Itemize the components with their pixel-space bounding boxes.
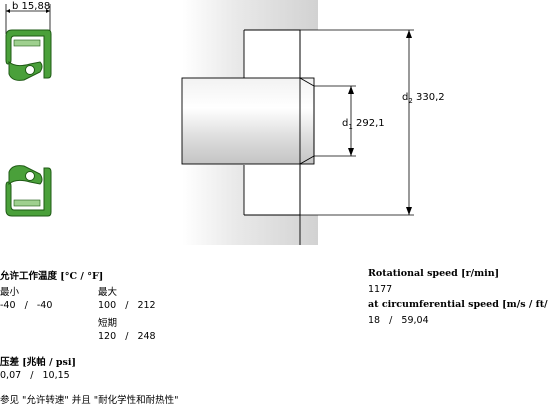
temperature-min-label: 最小 — [0, 287, 20, 298]
dimension-lines — [300, 29, 414, 216]
temperature-short-label: 短期 — [98, 318, 118, 329]
seal-cross-section — [5, 4, 52, 217]
temperature-min-values: -40 / -40 — [0, 300, 53, 311]
circumferential-speed-values: 18 / 59,04 — [368, 315, 429, 326]
temperature-max-label: 最大 — [98, 287, 118, 298]
d1-dimension-label: d1 292,1 — [342, 118, 385, 131]
housing-assembly — [181, 0, 318, 245]
rotational-speed-title: Rotational speed [r/min] — [368, 268, 500, 279]
temperature-short-values: 120 / 248 — [98, 331, 156, 342]
pressure-title: 压差 [兆帕 / psi] — [0, 357, 76, 368]
d2-dimension-label: d2 330,2 — [402, 92, 445, 105]
rotational-speed-value: 1177 — [368, 284, 393, 295]
temperature-title: 允许工作温度 [°C / °F] — [0, 271, 104, 282]
temperature-max-values: 100 / 212 — [98, 300, 156, 311]
b-dimension-label: b 15,88 — [12, 1, 51, 12]
pressure-values: 0,07 / 10,15 — [0, 370, 70, 381]
circumferential-speed-title: at circumferential speed [m/s / ft/s] — [368, 299, 548, 310]
seal-drawing — [5, 0, 414, 245]
reference-note: 参见 "允许转速" 并且 "耐化学性和耐热性" — [0, 395, 179, 406]
